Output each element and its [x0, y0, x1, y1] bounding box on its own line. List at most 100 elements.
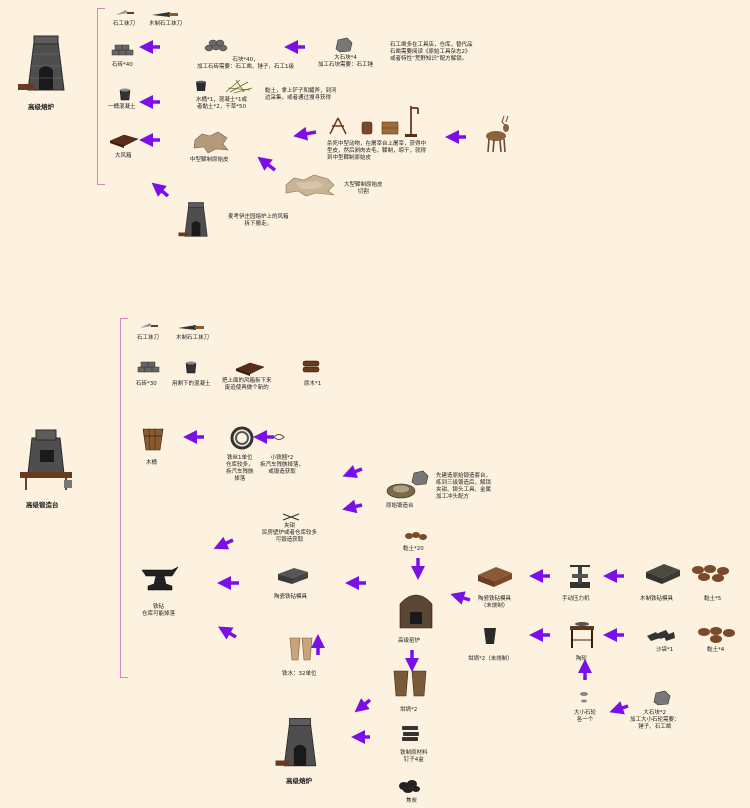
ceramic-mold-icon: [278, 568, 308, 584]
bracket-bottom: [120, 318, 121, 678]
unfired-crucible-label: 坩埚*2（未烧制）: [468, 656, 513, 662]
concrete-recipe-label: 水桶*1，混凝土*1或 者黏土*2，干草*50: [196, 97, 247, 110]
arrow: [293, 126, 317, 141]
big-bellows-icon: [109, 134, 139, 148]
iron-wire-label: 铁丝1单位 仓库较多， 拆汽车残骸 掉落: [226, 455, 254, 482]
primitive-forge-label: 原始锻造台: [386, 503, 414, 509]
wood-mold-icon: [646, 564, 680, 584]
arrow: [213, 536, 234, 550]
concrete-label: 一桶混凝土: [108, 104, 136, 110]
concrete-label: 用剩下的混凝土: [172, 381, 211, 387]
water-bucket-icon: [196, 80, 206, 91]
hunt-note: 杀死中型动物，在屠宰台上屠宰，获得中 型皮，然后剥肉去毛，鞣制，晾干，就得 到中…: [327, 141, 427, 161]
coke-label: 焦炭: [406, 798, 418, 804]
clay5-label: 黏土*5: [704, 596, 722, 602]
coke-icon: [399, 780, 420, 793]
small-iron-label: 小铁捆*2 拆汽车残骸掉落， 或锻造获取: [260, 455, 305, 475]
clay-note: 黏土，拿上铲子和鏟斧，到河 边采集，或者通过搜寻获得: [265, 88, 337, 101]
bellows-icon: [235, 362, 265, 376]
molten-iron-label: 铁水：32单位: [282, 671, 317, 677]
small-iron-icon: [273, 434, 285, 440]
stone-pile-icon: [204, 39, 228, 52]
concrete-bucket-icon: [185, 361, 197, 374]
wooden-bucket-icon: [142, 428, 164, 451]
clay-icon: [698, 627, 735, 643]
iron-material-label: 铁制原材料 钉子4盒: [400, 750, 428, 763]
arrow: [151, 182, 170, 198]
tanning-rack-icon: [329, 117, 347, 135]
crucible-icon: [393, 670, 427, 697]
anvil-label: 铁砧 仓库可能掉落: [142, 604, 176, 617]
iron-material-icon: [402, 726, 419, 741]
crucible-label: 坩埚*2: [400, 707, 418, 713]
unfired-mold-label: 陶瓷铁砧模具 （未烧制）: [478, 596, 512, 609]
stone-brick-icon: [137, 361, 160, 373]
arrow: [342, 499, 363, 514]
bracket-tick: [120, 677, 128, 678]
molten-iron-icon: [289, 637, 313, 661]
clay-icon: [692, 565, 729, 582]
clay-icon: [405, 532, 427, 540]
barrel-icon: [361, 121, 373, 135]
butcher-post-icon: [405, 106, 419, 137]
medium-hide-icon: [193, 131, 229, 154]
wooden-trowel-icon: [152, 12, 178, 17]
iron-wire-icon: [230, 426, 254, 450]
advanced-furnace-icon: [275, 718, 317, 767]
hay-icon: [225, 79, 253, 94]
sandbag-icon: [647, 630, 675, 641]
medium-hide-label: 中型鞣制原始皮: [190, 157, 229, 163]
furnace-bottom-title: 高级熔炉: [286, 777, 312, 785]
grindstone-label: 大小石轮 各一个: [574, 710, 597, 723]
furnace-title: 高级熔炉: [28, 103, 54, 111]
kiln-label: 高级窑炉: [398, 638, 421, 644]
deer-icon: [486, 115, 509, 153]
wood-mold-label: 木制铁砧模具: [640, 596, 674, 602]
tool-label: 木制石工抹刀: [149, 21, 183, 27]
arrow: [257, 156, 277, 172]
wooden-trowel-icon: [178, 325, 204, 330]
log-icon: [302, 360, 320, 373]
arrow: [217, 626, 237, 640]
bracket-tick: [120, 318, 128, 319]
big-bellows-label: 大风箱: [115, 153, 132, 159]
grindstone-icon: [580, 692, 588, 703]
log-label: 原木*1: [304, 381, 322, 387]
ceramic-mold-label: 陶瓷铁砧模具: [274, 594, 308, 600]
stone-brick-icon: [111, 44, 134, 56]
large-hide-label: 大型鞣制原始皮 切割: [344, 182, 383, 195]
brick-label: 石砖*30: [136, 381, 157, 387]
tool-label: 木制石工抹刀: [176, 335, 210, 341]
forge-title: 高级锻造台: [26, 501, 59, 509]
press-label: 手动压力机: [562, 596, 590, 602]
sandbag-label: 沙袋*1: [656, 647, 674, 653]
clay4-label: 黏土*4: [707, 647, 725, 653]
bucket-label: 木桶: [146, 460, 158, 466]
arrow: [342, 464, 363, 479]
stone-note: 石工凿多在工具店，仓库，替代品 石凿需要阅读《原始工具杂志2》 或者特性“荒野知…: [390, 42, 473, 62]
bellows-label: 把上面的风箱拆下来 废迫使再做个新的: [222, 378, 272, 391]
unfired-crucible-icon: [484, 628, 496, 644]
anvil-note: 先建造原始锻造套台， 练到三级锻造后，解锁 夹钳、铆头工具、金属 加工冲头配方: [436, 473, 492, 500]
big-stone-label: 大石块*4 加工石块需要：石工锤: [318, 55, 374, 68]
large-hide-icon: [285, 174, 335, 197]
drying-rack-icon: [381, 121, 399, 135]
big-stone-icon: [411, 470, 429, 486]
arrow: [354, 698, 372, 713]
arrow: [450, 591, 471, 605]
tongs-icon: [282, 513, 300, 521]
advanced-furnace-icon: [18, 35, 65, 91]
press-icon: [570, 565, 590, 588]
trowel-icon: [140, 323, 158, 328]
bracket-top: [97, 8, 98, 185]
primitive-forge-icon: [386, 483, 416, 499]
dismantle-note: 麦考伊庄园熔炉上的风箱 拆下搬走。: [228, 214, 289, 227]
arrow: [609, 701, 629, 715]
unfired-mold-icon: [478, 567, 512, 587]
big-stone2-label: 大石块*2 加工大小石轮需要： 锤子、石工凿: [630, 710, 680, 730]
anvil-icon: [141, 566, 179, 591]
tongs-label: 夹钳 民房壁炉或者仓库较多 可锻造获取: [262, 523, 318, 543]
clay20-label: 黏土*20: [403, 546, 424, 552]
tool-label: 石工抹刀: [137, 335, 160, 341]
